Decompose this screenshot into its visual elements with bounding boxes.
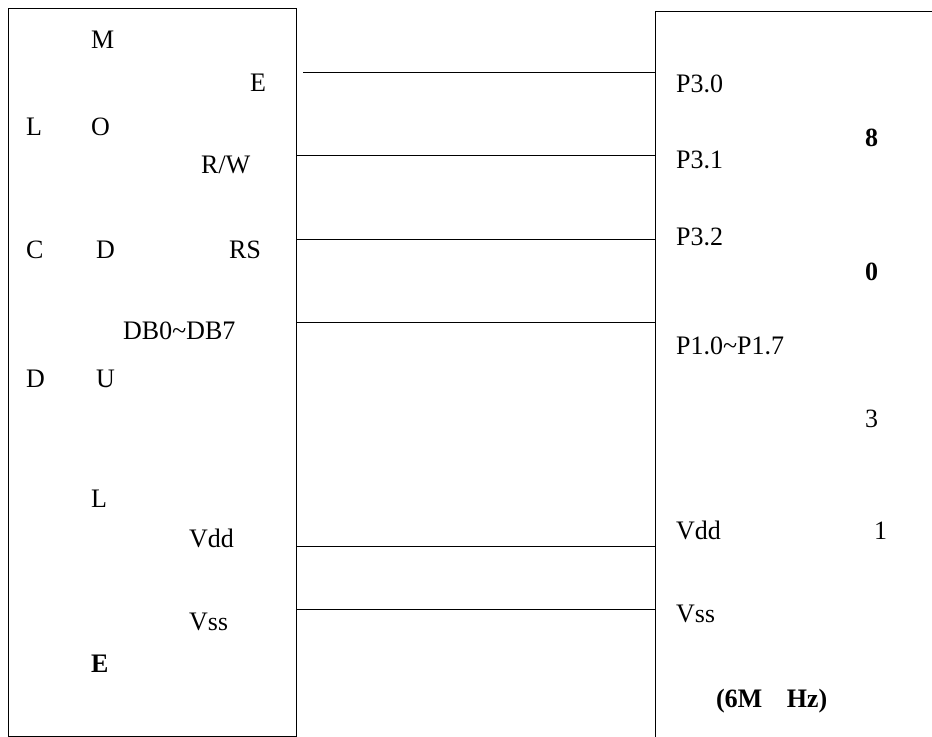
lcd-pin-vss: Vss — [189, 607, 229, 636]
mcu-pin-port1: P1.0~P1.7 — [676, 331, 784, 360]
mcu-pin-vss: Vss — [676, 599, 716, 628]
wire-vss — [297, 609, 655, 610]
mcu-pin-p30: P3.0 — [676, 69, 723, 98]
lcd-title-e: E — [91, 649, 109, 678]
lcd-title-d2: D — [96, 235, 115, 264]
wire-rs-p32 — [297, 239, 655, 240]
mcu-pin-p32: P3.2 — [676, 222, 723, 251]
wire-databus-port1 — [297, 322, 655, 323]
mcu-box — [655, 11, 932, 737]
lcd-title-o: O — [91, 112, 110, 141]
mcu-pin-p31: P3.1 — [676, 145, 723, 174]
mcu-clock-label: (6M Hz) — [716, 684, 828, 713]
mcu-title-0: 0 — [865, 257, 878, 286]
lcd-pin-data-bus: DB0~DB7 — [123, 316, 236, 345]
lcd-pin-vdd: Vdd — [189, 524, 234, 553]
wire-vdd — [297, 546, 655, 547]
lcd-title-d: D — [26, 364, 45, 393]
lcd-title-m: M — [91, 25, 115, 54]
mcu-title-1: 1 — [874, 516, 887, 545]
mcu-title-8: 8 — [865, 123, 878, 152]
mcu-title-3: 3 — [865, 404, 878, 433]
lcd-pin-rw: R/W — [201, 150, 251, 179]
mcu-pin-vdd: Vdd — [676, 516, 721, 545]
lcd-pin-rs: RS — [229, 235, 261, 264]
wire-e-p30 — [303, 72, 655, 73]
lcd-title-l2: L — [91, 484, 107, 513]
lcd-module-box — [8, 8, 297, 737]
lcd-pin-e: E — [250, 68, 266, 97]
lcd-title-l: L — [26, 112, 42, 141]
lcd-title-c: C — [26, 235, 44, 264]
lcd-title-u: U — [96, 364, 115, 393]
wire-rw-p31 — [297, 155, 655, 156]
